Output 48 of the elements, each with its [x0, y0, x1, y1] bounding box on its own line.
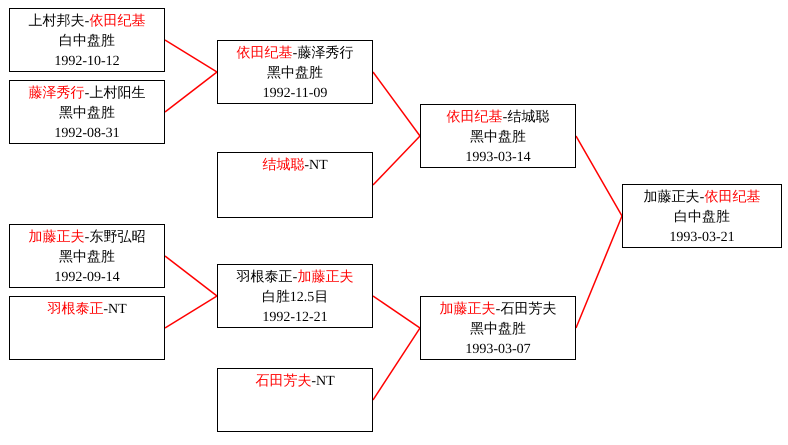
players-text: 上村邦夫-依田纪基 [28, 12, 146, 31]
players-text: 羽根泰正-加藤正夫 [236, 268, 354, 287]
players-text: 加藤正夫-依田纪基 [644, 188, 760, 207]
result-text: 白中盘胜 [59, 32, 115, 51]
date-text: 1993-03-14 [465, 149, 531, 167]
connector-line [372, 295, 420, 329]
match-box [217, 152, 373, 218]
match-box [217, 264, 373, 328]
date-text: 1993-03-07 [465, 341, 531, 359]
result-text: 白中盘胜 [674, 208, 730, 227]
result-text: 白胜12.5目 [262, 288, 328, 307]
result-text: 黑中盘胜 [59, 104, 115, 123]
match-box [9, 80, 165, 144]
match-box [9, 8, 165, 72]
date-text: 1992-08-31 [54, 125, 120, 143]
players-text: 藤泽秀行-上村阳生 [28, 84, 146, 103]
connector-line [575, 216, 623, 328]
connector-line [575, 136, 623, 216]
result-text: 黑中盘胜 [470, 128, 526, 147]
players-text: 结城聪-NT [262, 156, 328, 175]
connector-line [164, 295, 218, 329]
match-box [9, 296, 165, 360]
result-text: 黑中盘胜 [59, 248, 115, 267]
result-text: 黑中盘胜 [267, 64, 323, 83]
match-box [622, 184, 782, 248]
connector-line [164, 71, 218, 113]
date-text: 1993-03-21 [669, 229, 735, 247]
players-text: 加藤正夫-石田芳夫 [440, 300, 556, 319]
players-text: 加藤正夫-东野弘昭 [28, 228, 146, 247]
date-text: 1992-11-09 [262, 85, 328, 103]
connector-line [372, 72, 421, 136]
players-text: 依田纪基-藤泽秀行 [236, 44, 354, 63]
players-text: 羽根泰正-NT [47, 300, 127, 319]
connector-line [164, 39, 218, 73]
players-text: 石田芳夫-NT [255, 372, 335, 391]
result-text: 黑中盘胜 [470, 320, 526, 339]
match-box [9, 224, 165, 288]
match-box [420, 104, 576, 168]
match-box [217, 368, 373, 432]
connector-line [164, 255, 218, 297]
date-text: 1992-12-21 [262, 309, 328, 327]
match-box [217, 40, 373, 104]
connector-line [372, 135, 421, 186]
date-text: 1992-09-14 [54, 269, 120, 287]
connector-line [372, 328, 421, 400]
match-box [420, 296, 576, 360]
players-text: 依田纪基-结城聪 [446, 108, 550, 127]
date-text: 1992-10-12 [54, 53, 120, 71]
